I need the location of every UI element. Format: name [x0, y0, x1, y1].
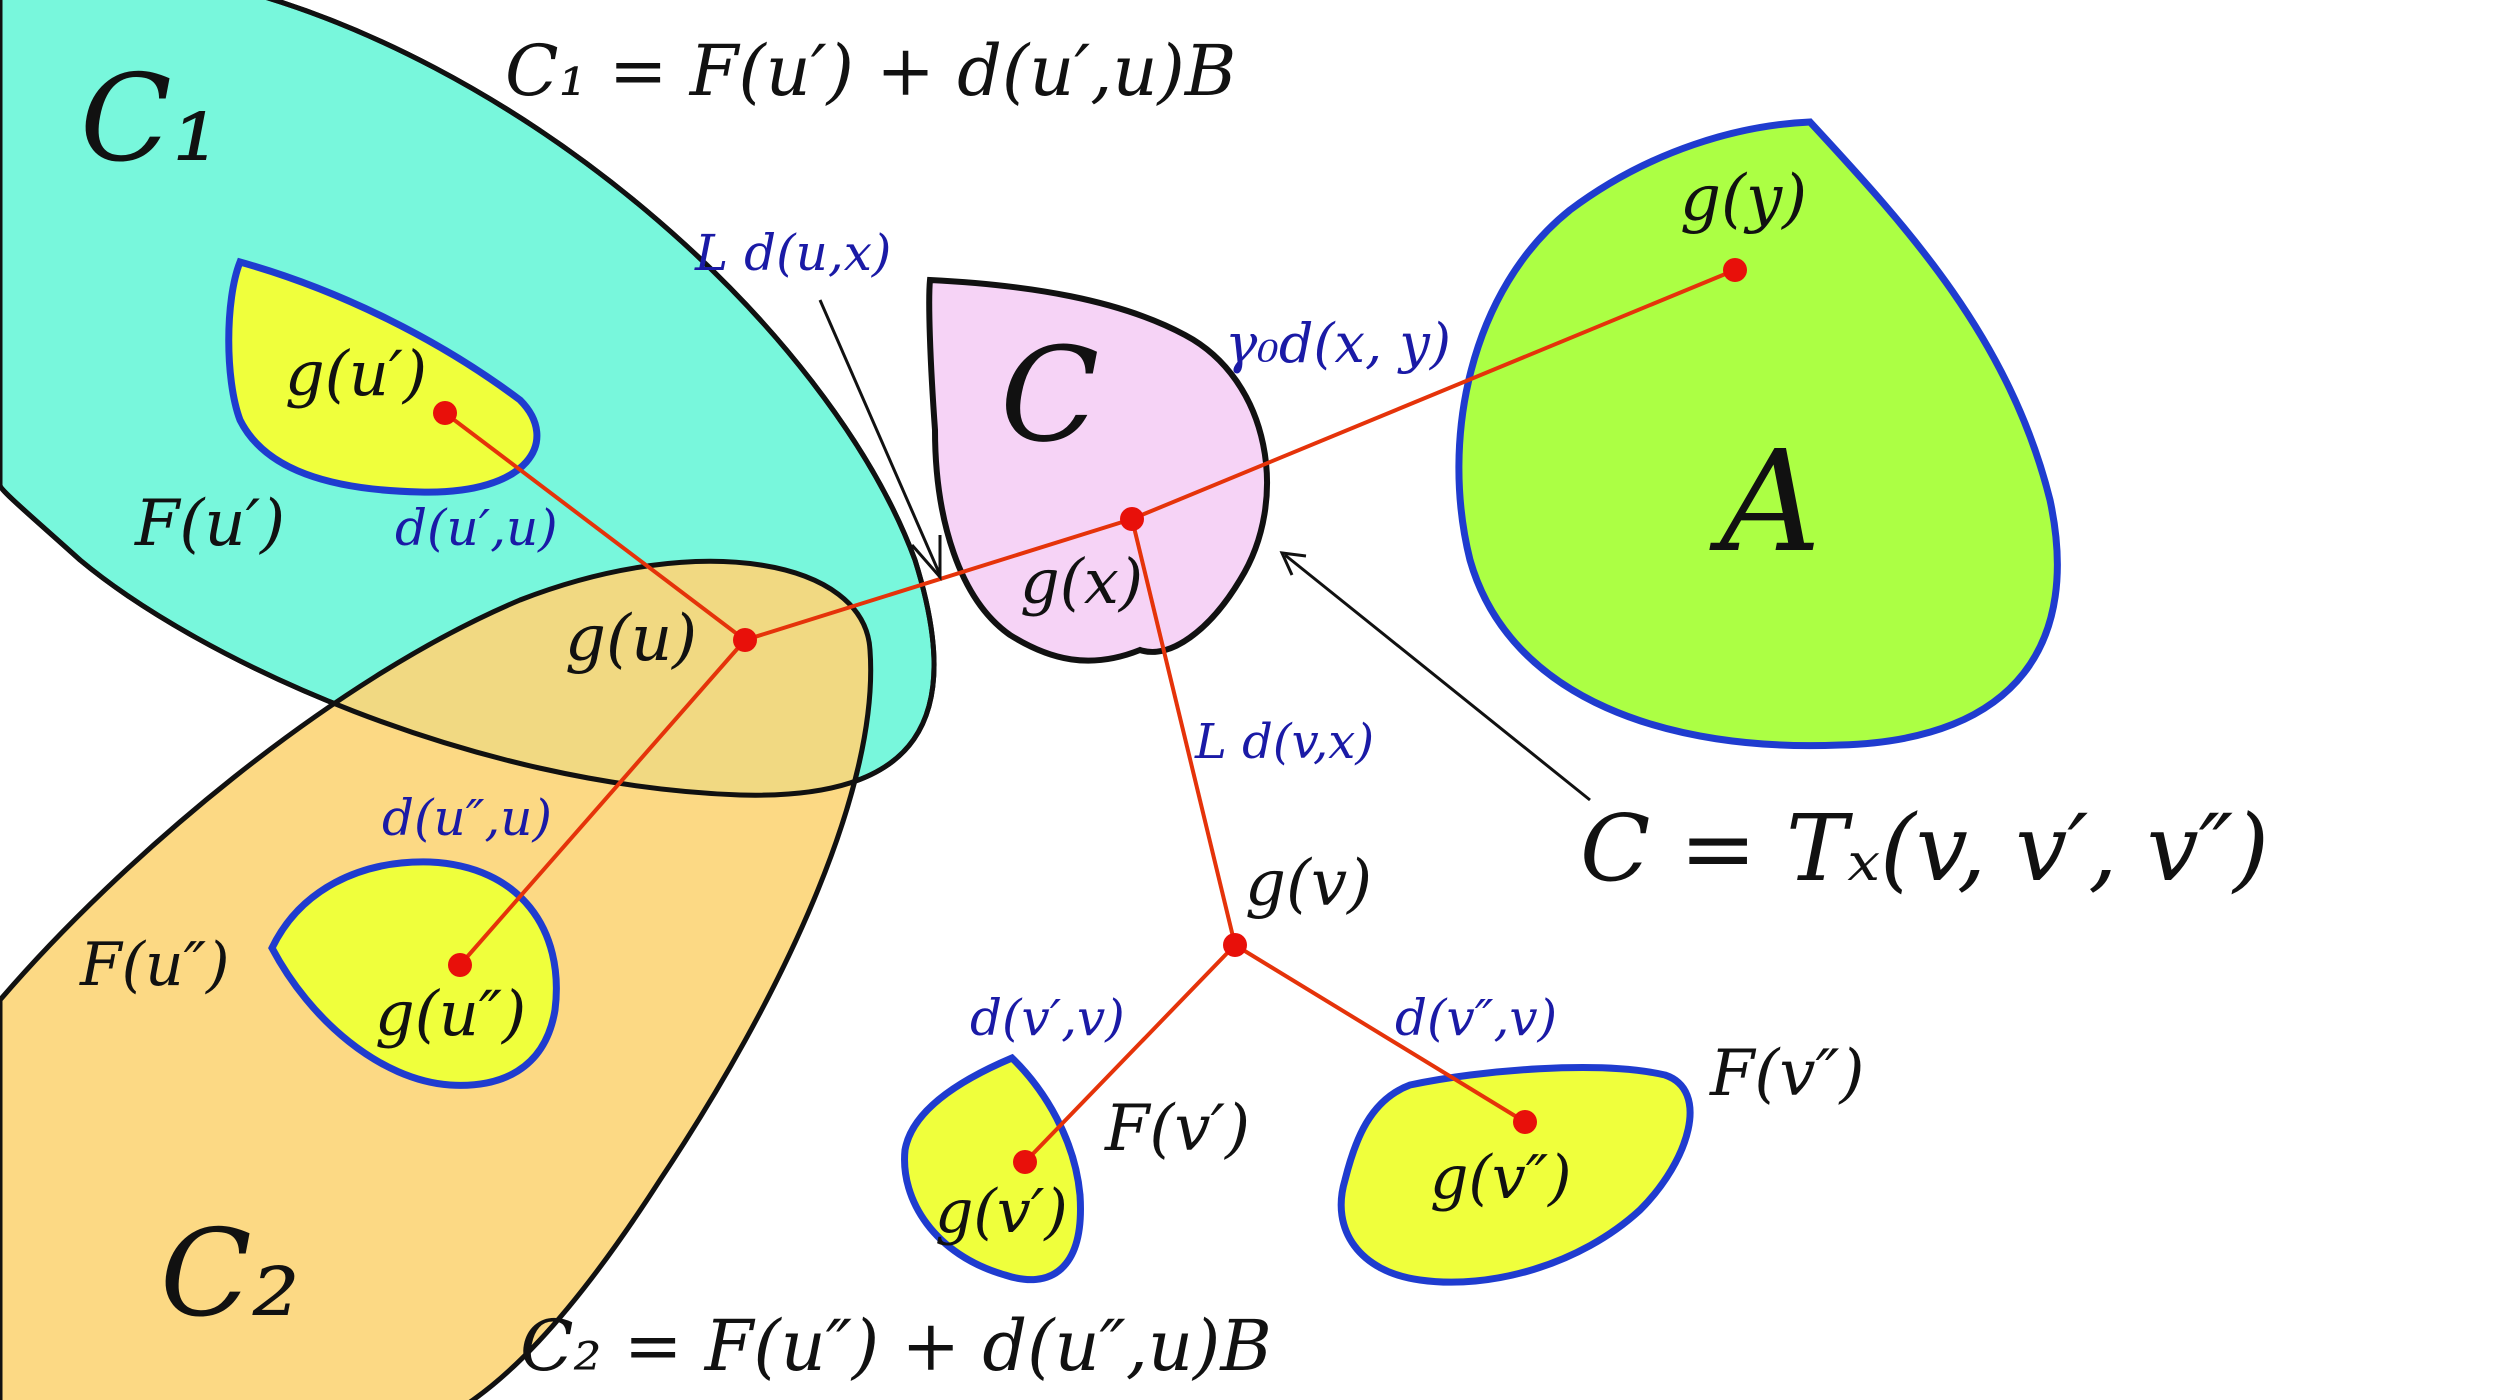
formula-c2: C₂ = F(u″) + d(u″,u)B: [520, 1305, 1272, 1387]
region-f-u-dprime: [268, 858, 560, 1089]
label-g-v: g(v): [1245, 847, 1372, 921]
point-g-u: [733, 628, 757, 652]
segments: [443, 268, 1736, 1164]
point-g-u-prime: [433, 401, 457, 425]
label-l-d-u-x: L d(u,x): [694, 224, 891, 282]
segment-u-uprime: [443, 411, 747, 642]
label-l-d-v-x: L d(v,x): [1194, 714, 1374, 770]
label-c: C: [1000, 319, 1099, 471]
arrow-ldux: [818, 299, 942, 576]
label-c2: C₂: [160, 1205, 300, 1344]
label-g-u-dprime: g(u″): [375, 977, 526, 1050]
label-f-v-dprime: F(v″): [1709, 1037, 1864, 1111]
label-a: A: [1709, 421, 1821, 584]
region-f-v-prime: [901, 1053, 1084, 1284]
arrow-c-def: [1284, 553, 1591, 802]
region-f-v-dprime: [1337, 1064, 1694, 1286]
label-d-vprime-v: d(v′,v): [970, 989, 1125, 1047]
point-g-v-dprime: [1513, 1110, 1537, 1134]
label-gamma0-d-x-y: γ₀d(x, y): [1225, 312, 1451, 375]
formula-c1: C₁ = F(u′) + d(u′,u)B: [505, 30, 1236, 112]
point-g-u-dprime: [448, 953, 472, 977]
arrow-c-def-head: [1279, 551, 1307, 576]
label-f-u-dprime: F(u″): [79, 930, 230, 1000]
point-g-x: [1120, 507, 1144, 531]
label-f-u-prime: F(u′): [134, 487, 285, 561]
label-c1: C₁: [80, 50, 220, 189]
point-g-y: [1723, 258, 1747, 282]
label-g-y: g(y): [1680, 162, 1807, 236]
region-a: [1455, 118, 2061, 750]
region-c1-outline: [0, 0, 937, 798]
segment-u-x: [744, 517, 1133, 642]
segment-v-vdprime: [1233, 943, 1527, 1124]
label-d-vdprime-v: d(v″,v): [1395, 989, 1557, 1047]
formula-c: C = Tₓ(v, v′, v″): [1580, 795, 2269, 902]
segment-x-y: [1131, 268, 1736, 521]
label-f-v-prime: F(v′): [1104, 1092, 1250, 1166]
arrows: [818, 299, 1591, 802]
label-g-u-prime: g(u′): [285, 337, 427, 410]
label-g-v-prime: g(v′): [935, 1177, 1068, 1247]
points: [433, 258, 1747, 1174]
segment-v-vprime: [1023, 943, 1237, 1164]
label-g-u: g(u): [565, 602, 697, 676]
label-d-uprime-u: d(u′,u): [395, 499, 558, 557]
segment-u-udprime: [458, 638, 747, 967]
region-f-u-prime: [225, 257, 541, 496]
label-g-v-dprime: g(v″): [1430, 1143, 1572, 1213]
point-g-v-prime: [1013, 1150, 1037, 1174]
region-c: [926, 276, 1270, 664]
point-g-v: [1223, 933, 1247, 957]
label-d-udprime-u: d(u″,u): [382, 789, 552, 847]
label-g-x: g(x): [1020, 545, 1143, 618]
segment-x-v: [1130, 518, 1237, 946]
arrow-ldux-head: [910, 535, 942, 581]
